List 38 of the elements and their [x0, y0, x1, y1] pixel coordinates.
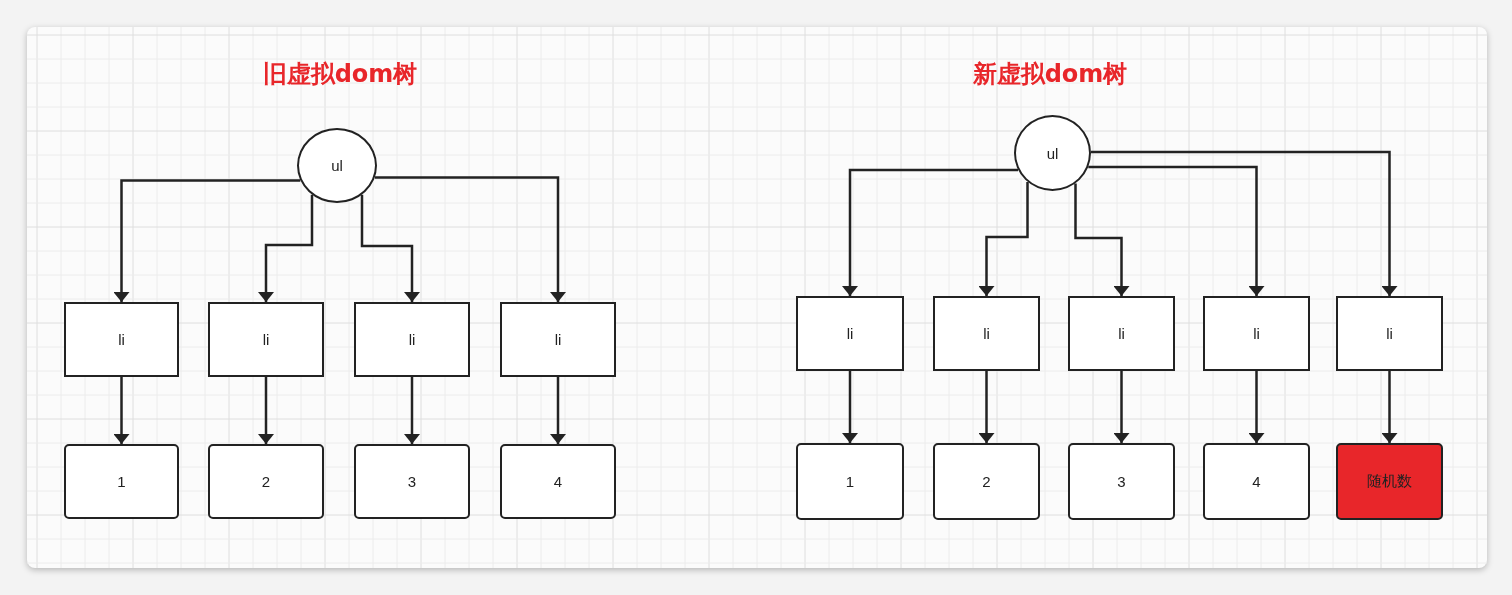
arrow: [842, 371, 858, 443]
arrow: [842, 168, 1019, 296]
element-box: li: [796, 296, 904, 371]
arrow: [978, 181, 1029, 296]
arrow: [978, 371, 995, 443]
element-box: li: [1068, 296, 1175, 371]
value-box: 2: [208, 444, 324, 519]
arrow: [1113, 371, 1130, 443]
arrow: [374, 176, 566, 302]
element-box: li: [933, 296, 1040, 371]
element-box: li: [354, 302, 470, 377]
heading: 新虚拟dom树: [972, 59, 1128, 90]
arrow: [550, 377, 566, 444]
element-box: li: [500, 302, 616, 377]
arrow: [1088, 165, 1265, 296]
arrow: [1091, 150, 1398, 296]
arrow: [113, 179, 301, 302]
value-box: 3: [354, 444, 470, 519]
value-box: 随机数: [1336, 443, 1443, 520]
arrow: [258, 377, 274, 444]
arrow: [258, 194, 314, 302]
value-box: 1: [64, 444, 179, 519]
element-box: li: [1203, 296, 1310, 371]
arrow: [404, 377, 420, 444]
value-box: 4: [500, 444, 616, 519]
arrow: [113, 377, 130, 444]
value-box: 4: [1203, 443, 1310, 520]
value-box: 3: [1068, 443, 1175, 520]
heading: 旧虚拟dom树: [262, 59, 418, 90]
element-box: li: [208, 302, 324, 377]
arrow: [1074, 183, 1130, 296]
element-box: li: [1336, 296, 1443, 371]
arrow: [1381, 371, 1398, 443]
value-box: 1: [796, 443, 904, 520]
element-box: li: [64, 302, 179, 377]
value-box: 2: [933, 443, 1040, 520]
arrow: [1248, 371, 1265, 443]
arrow: [360, 194, 420, 302]
